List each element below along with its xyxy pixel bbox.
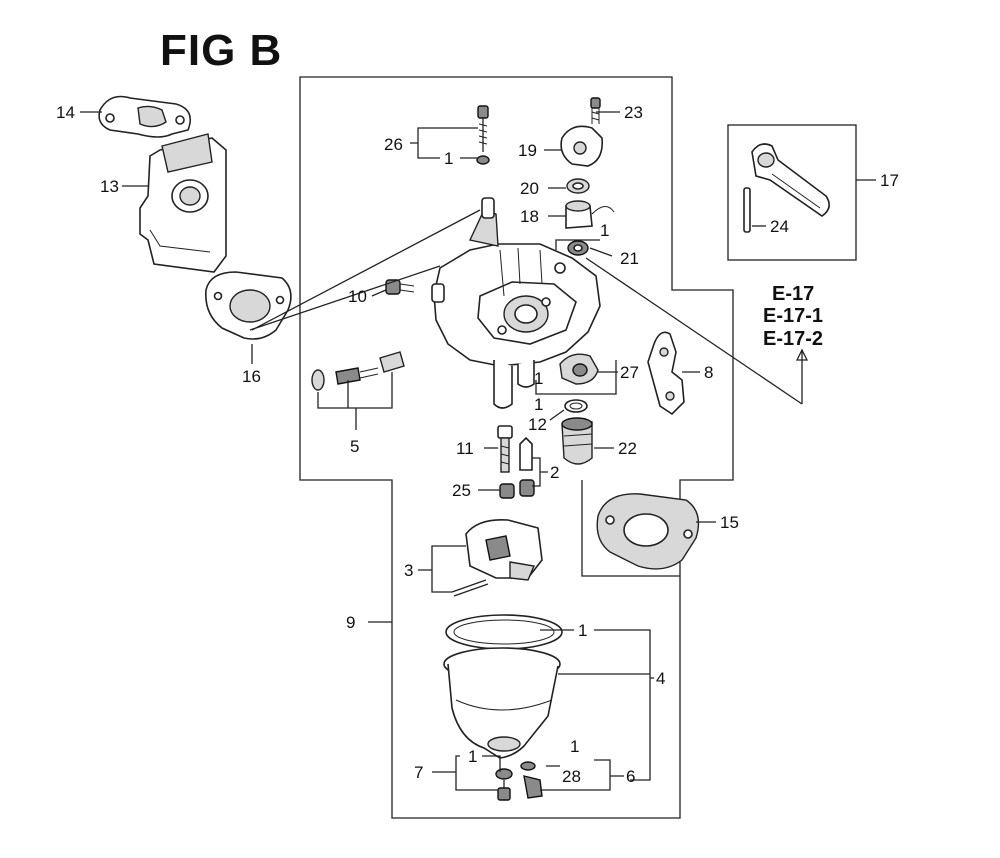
label-16: 16 xyxy=(242,367,261,386)
part-8-gasket xyxy=(647,331,685,416)
figure-title: FIG B xyxy=(160,26,283,75)
part-12-o-ring xyxy=(564,399,588,413)
reference-e17: E-17 xyxy=(772,283,815,305)
part-18-piston xyxy=(565,200,615,229)
part-16-gasket xyxy=(205,271,292,340)
fuel-lever-kit-boundary xyxy=(727,124,857,261)
part-19-cover xyxy=(560,125,604,167)
part-2-needle xyxy=(519,436,533,471)
part-27-float-needle xyxy=(559,353,599,385)
label-6: 6 xyxy=(626,767,635,786)
part-22-nozzle xyxy=(561,417,593,465)
label-23: 23 xyxy=(624,103,643,122)
label-28: 28 xyxy=(562,767,581,786)
label-9: 9 xyxy=(346,613,355,632)
label-22: 22 xyxy=(618,439,637,458)
part-14-gasket xyxy=(98,95,192,138)
label-8: 8 xyxy=(704,363,713,382)
carburetor-body xyxy=(431,197,601,409)
label-1c: 1 xyxy=(534,369,543,388)
label-1d: 1 xyxy=(578,621,587,640)
label-12: 12 xyxy=(528,415,547,434)
part-labels: 14 13 16 26 1 19 23 20 18 1 21 17 24 10 … xyxy=(56,103,899,786)
reference-e17-1: E-17-1 xyxy=(763,305,824,327)
label-1f: 1 xyxy=(570,737,579,756)
label-2: 2 xyxy=(550,463,559,482)
part-4-float-chamber xyxy=(443,614,563,759)
label-4: 4 xyxy=(656,669,665,688)
label-14: 14 xyxy=(56,103,75,122)
label-26: 26 xyxy=(384,135,403,154)
label-17: 17 xyxy=(880,171,899,190)
label-27: 27 xyxy=(620,363,639,382)
insulator-kit-boundary xyxy=(581,480,680,577)
part-21-washer xyxy=(567,240,589,256)
label-10: 10 xyxy=(348,287,367,306)
label-21: 21 xyxy=(620,249,639,268)
label-1b: 1 xyxy=(600,221,609,240)
label-19: 19 xyxy=(518,141,537,160)
label-1g: 1 xyxy=(534,395,543,414)
label-13: 13 xyxy=(100,177,119,196)
part-13-heat-shield xyxy=(139,133,227,273)
label-18: 18 xyxy=(520,207,539,226)
part-3-float xyxy=(451,518,543,597)
part-24-pin xyxy=(743,187,751,233)
label-20: 20 xyxy=(520,179,539,198)
reference-e17-2: E-17-2 xyxy=(763,328,824,350)
part-5-pilot-screw-set xyxy=(311,351,405,391)
part-15-insulator xyxy=(596,493,700,570)
label-11: 11 xyxy=(456,439,474,458)
label-1e: 1 xyxy=(468,747,477,766)
part-23-screw xyxy=(590,97,601,124)
part-25-screw xyxy=(499,479,535,499)
part-17-lever xyxy=(751,143,830,217)
label-7: 7 xyxy=(414,763,423,782)
carburetor-assembly-boundary xyxy=(299,76,734,819)
label-1a: 1 xyxy=(444,149,453,168)
label-5: 5 xyxy=(350,437,359,456)
part-11-jet xyxy=(497,425,513,473)
part-20-o-ring xyxy=(566,178,590,194)
part-26-screw xyxy=(476,105,490,165)
leader-lines xyxy=(80,111,876,791)
label-3: 3 xyxy=(404,561,413,580)
label-24: 24 xyxy=(770,217,789,236)
label-25: 25 xyxy=(452,481,471,500)
label-15: 15 xyxy=(720,513,739,532)
part-7-drain-bolt xyxy=(495,768,513,801)
part-6-drain-screw xyxy=(520,761,543,799)
